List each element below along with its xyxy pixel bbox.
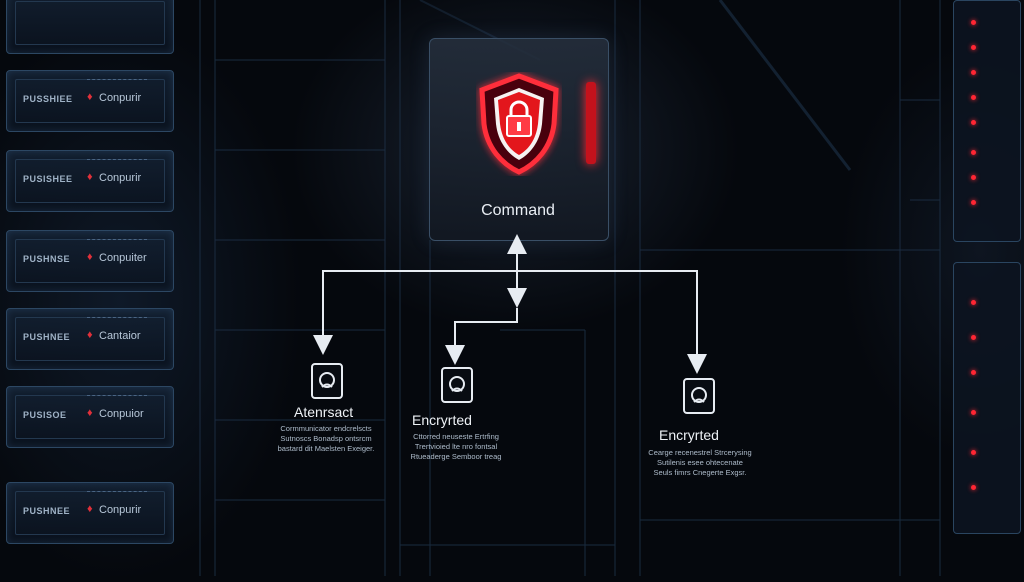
- rack-panel: [953, 262, 1021, 534]
- rack-unit-label: Conpurir: [99, 92, 142, 104]
- status-led: [971, 335, 976, 340]
- rack-unit: PUSISOE ♦ Conpuior: [6, 386, 174, 448]
- command-title: Command: [481, 202, 555, 219]
- status-led: [971, 370, 976, 375]
- rack-unit: PUSHNSE ♦ Conpuiter: [6, 230, 174, 292]
- rack-unit: [6, 0, 174, 54]
- server-rack-left: PUSSHIEE ♦ Conpurir PUSISHEE ♦ Conpurir …: [0, 0, 180, 582]
- rack-unit-label: Conpuior: [99, 408, 144, 420]
- status-led: [971, 200, 976, 205]
- lock-icon: ♦: [87, 91, 93, 103]
- rack-panel: [953, 0, 1021, 242]
- rack-unit-tag: PUSISHEE: [23, 174, 73, 184]
- status-led: [971, 300, 976, 305]
- lock-icon: ♦: [87, 171, 93, 183]
- rack-unit-tag: PUSSHIEE: [23, 94, 73, 104]
- rack-unit: PUSSHIEE ♦ Conpurir: [6, 70, 174, 132]
- rack-unit: PUSHNEE ♦ Conpurir: [6, 482, 174, 544]
- rack-unit-label: Conpurir: [99, 504, 142, 516]
- status-led: [971, 45, 976, 50]
- node-title: Encryrted: [659, 427, 719, 443]
- rack-unit: PUSHNEE ♦ Cantaior: [6, 308, 174, 370]
- status-led: [971, 410, 976, 415]
- lock-icon: ♦: [87, 503, 93, 515]
- status-led: [971, 450, 976, 455]
- command-indicator-bar: [586, 82, 596, 164]
- status-led: [971, 485, 976, 490]
- lock-icon: ♦: [87, 329, 93, 341]
- lock-icon: ♦: [87, 251, 93, 263]
- arrow-to-middle-node: [445, 308, 518, 365]
- node-title: Atenrsact: [294, 404, 354, 420]
- lock-icon: ♦: [87, 407, 93, 419]
- device-icon: [683, 378, 715, 414]
- rack-unit-label: Conpurir: [99, 172, 142, 184]
- device-icon: [311, 363, 343, 399]
- rack-unit-tag: PUSHNSE: [23, 254, 71, 264]
- status-led: [971, 70, 976, 75]
- status-led: [971, 120, 976, 125]
- rack-unit-label: Conpuiter: [99, 252, 147, 264]
- branch-line: [322, 270, 698, 360]
- rack-unit: PUSISHEE ♦ Conpurir: [6, 150, 174, 212]
- status-led: [971, 175, 976, 180]
- node-title: Encryrted: [412, 412, 472, 428]
- status-led: [971, 20, 976, 25]
- device-icon: [441, 367, 473, 403]
- status-led: [971, 95, 976, 100]
- status-led: [971, 150, 976, 155]
- rack-unit-tag: PUSHNEE: [23, 332, 71, 342]
- rack-unit-label: Cantaior: [99, 330, 141, 342]
- server-rack-right: [949, 0, 1024, 576]
- rack-unit-tag: PUSHNEE: [23, 506, 71, 516]
- shield-lock-icon: [479, 73, 559, 175]
- rack-unit-tag: PUSISOE: [23, 410, 67, 420]
